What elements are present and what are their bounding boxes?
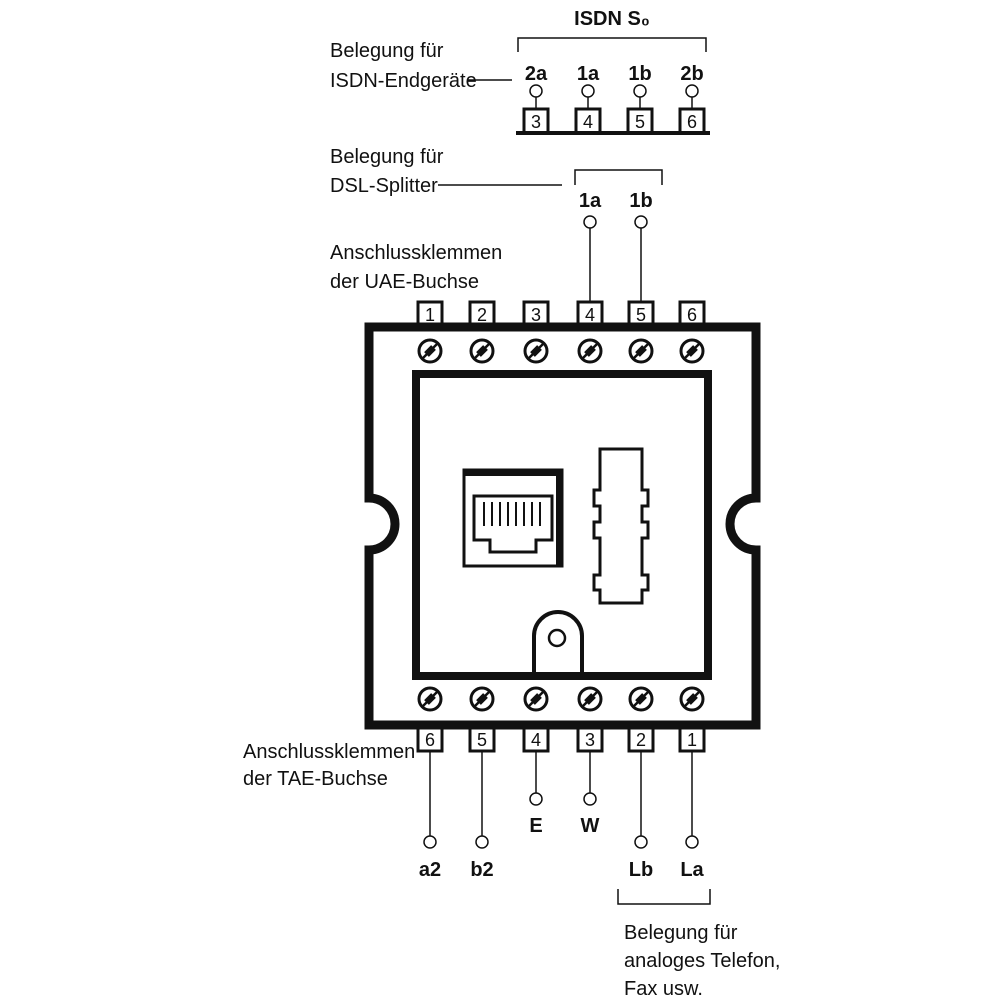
uae-terminal-number: 2: [477, 305, 487, 325]
wire-end-circle: [475, 835, 489, 849]
uae-terminal-row: 1 2 3 4 5 6: [416, 300, 706, 328]
isdn-pin-circle: [685, 84, 699, 98]
isdn-bracket: [517, 37, 707, 52]
tae-terminal-number: 3: [585, 730, 595, 750]
isdn-pin-circle: [529, 84, 543, 98]
isdn-section: ISDN S₀ Belegung für ISDN-Endgeräte 2a 3…: [330, 8, 710, 135]
isdn-caption-line1: Belegung für: [330, 40, 444, 62]
wire-label-La: La: [680, 859, 704, 881]
screw-icon: [417, 338, 443, 364]
screw-icon: [469, 338, 495, 364]
isdn-terminal-number: 4: [583, 112, 593, 132]
screw-icon: [679, 338, 705, 364]
tae-terminal-1: 1: [678, 725, 706, 753]
uae-terminal-number: 1: [425, 305, 435, 325]
top-screw-row: [417, 338, 705, 364]
analog-caption-line2: analoges Telefon,: [624, 950, 780, 972]
tae-caption-line2: der TAE-Buchse: [243, 768, 388, 790]
tae-terminal-number: 5: [477, 730, 487, 750]
isdn-wire-label: 2b: [680, 63, 703, 85]
isdn-pin-2: 1a 4: [574, 63, 602, 135]
mounting-hole-icon: [547, 628, 567, 648]
tae-terminal-2: 2: [627, 725, 655, 753]
tae-terminal-row: 6 5 4 3 2 1: [416, 725, 706, 753]
tae-terminal-number: 2: [636, 730, 646, 750]
dsl-pin-circle-1b: [634, 215, 648, 229]
wire-end-circle: [529, 792, 543, 806]
tae-terminal-number: 6: [425, 730, 435, 750]
wire-label-Lb: Lb: [629, 859, 653, 881]
uae-caption-line1: Anschlussklemmen: [330, 242, 502, 264]
rj45-opening: [472, 494, 554, 554]
tae-terminal-number: 4: [531, 730, 541, 750]
analog-caption-line1: Belegung für: [624, 922, 738, 944]
tae-terminal-3: 3: [576, 725, 604, 753]
screw-icon: [577, 686, 603, 712]
screw-icon: [679, 686, 705, 712]
tae-terminal-number: 1: [687, 730, 697, 750]
isdn-wire-label: 1b: [628, 63, 651, 85]
isdn-pin-circle: [581, 84, 595, 98]
isdn-caption-line2: ISDN-Endgeräte: [330, 70, 477, 92]
housing-outline: [364, 322, 761, 730]
dsl-section: Belegung für DSL-Splitter 1a 1b: [330, 146, 663, 302]
uae-terminal-6: 6: [678, 300, 706, 328]
tae-terminal-6: 6: [416, 725, 444, 753]
dsl-pin-circle-1a: [583, 215, 597, 229]
uae-terminal-1: 1: [416, 300, 444, 328]
tae-terminal-5: 5: [468, 725, 496, 753]
isdn-terminal-number: 5: [635, 112, 645, 132]
uae-terminal-number: 5: [636, 305, 646, 325]
uae-caption-line2: der UAE-Buchse: [330, 271, 479, 293]
dsl-caption-line1: Belegung für: [330, 146, 444, 168]
wire-end-circle: [583, 792, 597, 806]
mounting-tab: [532, 610, 584, 676]
socket-housing: [364, 322, 761, 730]
tae-connector-icon: [592, 447, 650, 605]
screw-icon: [523, 338, 549, 364]
wire-end-circle: [634, 835, 648, 849]
wire-label-b2: b2: [470, 859, 493, 881]
rj45-jack-icon: [462, 468, 564, 568]
isdn-terminal-number: 3: [531, 112, 541, 132]
uae-terminal-number: 3: [531, 305, 541, 325]
wire-label-W: W: [581, 815, 600, 837]
tae-terminal-4: 4: [522, 725, 550, 753]
uae-terminal-2: 2: [468, 300, 496, 328]
screw-icon: [417, 686, 443, 712]
tae-caption-line1: Anschlussklemmen: [243, 741, 415, 763]
isdn-pin-1: 2a 3: [522, 63, 550, 135]
isdn-group-label: ISDN S₀: [574, 8, 650, 30]
bottom-screw-row: [417, 686, 705, 712]
screw-icon: [523, 686, 549, 712]
analog-bracket: [617, 889, 711, 905]
wire-label-E: E: [529, 815, 542, 837]
tae-wires: a2 b2 E W Lb La: [419, 751, 705, 881]
dsl-pin-label-1b: 1b: [629, 190, 652, 212]
analog-caption-line3: Fax usw.: [624, 978, 703, 1000]
uae-terminal-3: 3: [522, 300, 550, 328]
isdn-wire-label: 2a: [525, 63, 548, 85]
screw-icon: [577, 338, 603, 364]
isdn-pin-circle: [633, 84, 647, 98]
inner-plate: [412, 370, 712, 680]
uae-terminal-4: 4: [576, 300, 604, 328]
uae-terminal-number: 4: [585, 305, 595, 325]
screw-icon: [469, 686, 495, 712]
isdn-pin-4: 2b 6: [678, 63, 706, 135]
wire-end-circle: [685, 835, 699, 849]
uae-terminal-5: 5: [627, 300, 655, 328]
dsl-pin-label-1a: 1a: [579, 190, 602, 212]
uae-terminal-number: 6: [687, 305, 697, 325]
wire-label-a2: a2: [419, 859, 441, 881]
wire-end-circle: [423, 835, 437, 849]
screw-icon: [628, 686, 654, 712]
dsl-bracket: [574, 169, 663, 185]
isdn-terminal-number: 6: [687, 112, 697, 132]
screw-icon: [628, 338, 654, 364]
dsl-caption-line2: DSL-Splitter: [330, 175, 438, 197]
isdn-wire-label: 1a: [577, 63, 600, 85]
isdn-pin-3: 1b 5: [626, 63, 654, 135]
